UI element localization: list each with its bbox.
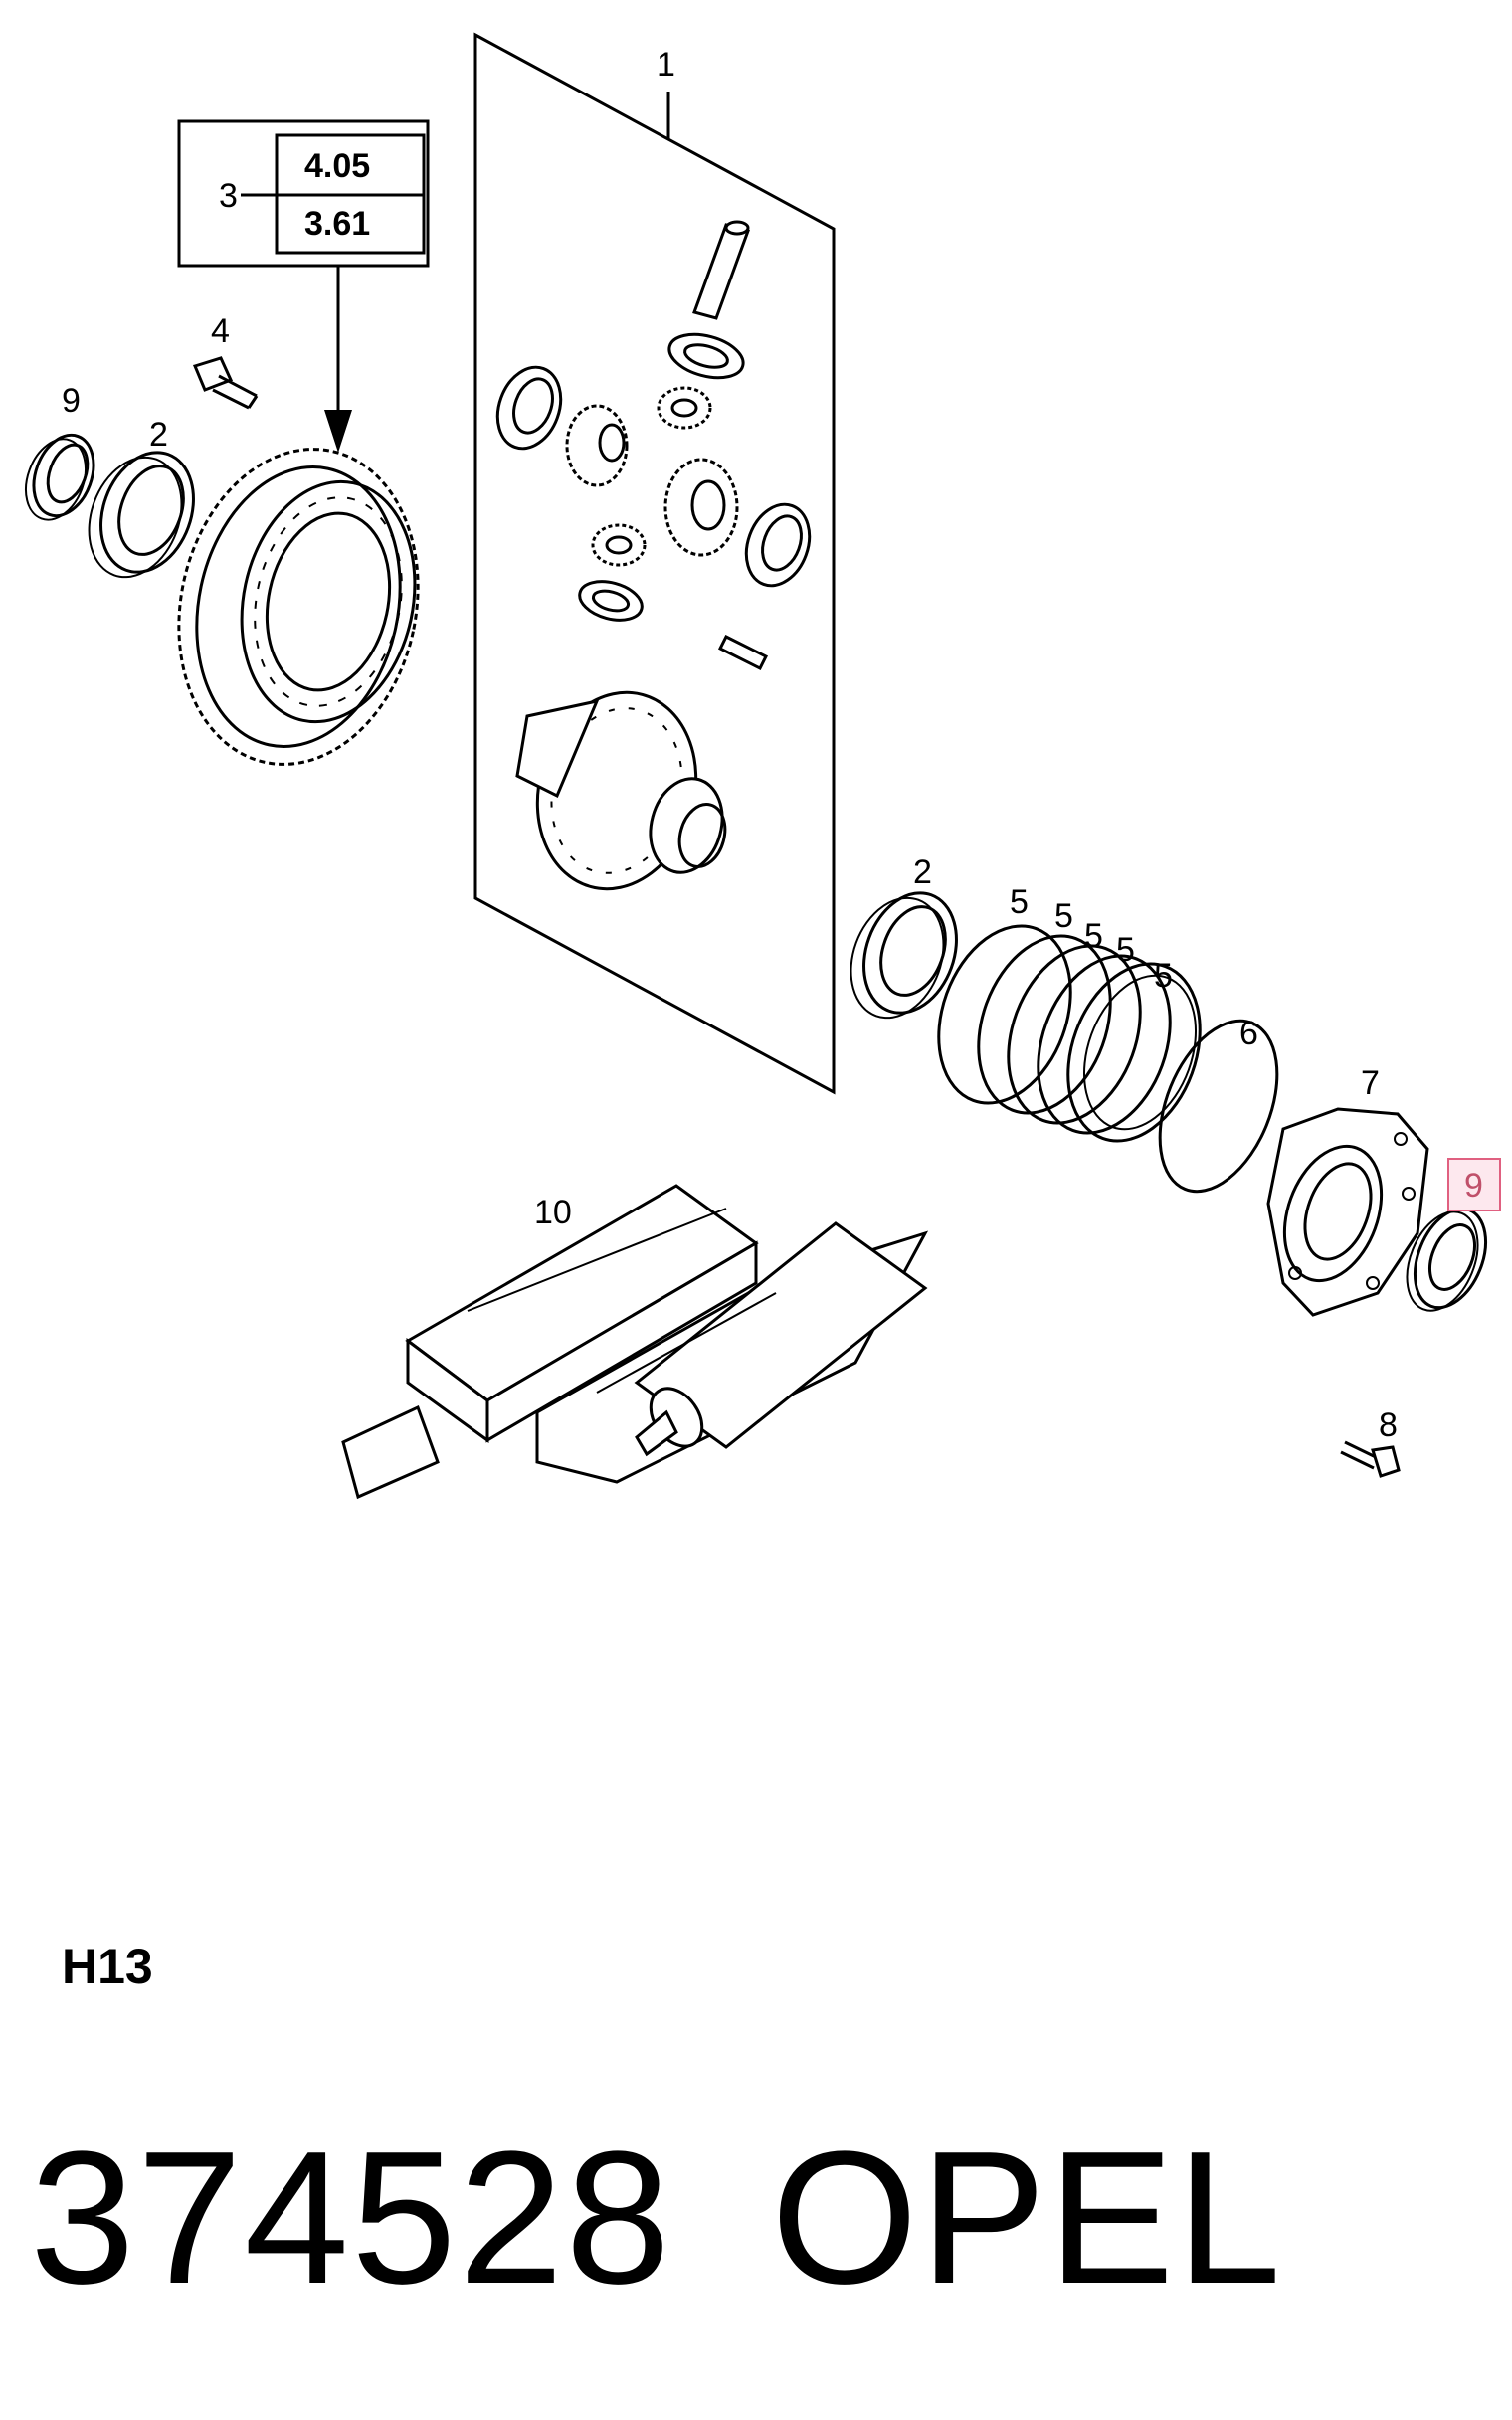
callout-9-right-highlight [1447, 1158, 1501, 1211]
callout-labels: 1 3 4.05 3.61 4 9 2 2 5 5 5 5 5 6 7 9 8 … [62, 46, 1501, 1444]
callout-9-right: 9 [1464, 1167, 1483, 1205]
callout-5e: 5 [1154, 957, 1173, 995]
ratio-top: 4.05 [304, 147, 370, 185]
ratio-bottom: 3.61 [304, 205, 370, 243]
o-ring-part-6 [1158, 1019, 1279, 1194]
crown-gear [177, 448, 420, 766]
callout-7: 7 [1361, 1064, 1380, 1102]
callout-5b: 5 [1054, 897, 1073, 935]
shims-part-5 [937, 924, 1202, 1143]
callout-2-left: 2 [149, 416, 168, 454]
differential-panel [473, 32, 836, 1095]
flange-part-7 [1266, 1107, 1429, 1317]
callout-2-right: 2 [913, 853, 932, 891]
seal-part-9-right [1406, 1207, 1487, 1312]
callout-1: 1 [657, 46, 675, 84]
callout-3: 3 [219, 177, 238, 215]
brand-name: OPEL [771, 2113, 1283, 2324]
sealant-package-part-10 [341, 1184, 929, 1500]
bolt-part-4 [192, 356, 259, 410]
callout-5a: 5 [1010, 883, 1029, 921]
differential-internals [495, 220, 812, 891]
exploded-parts-diagram: 1 3 4.05 3.61 4 9 2 2 5 5 5 5 5 6 7 9 8 … [25, 32, 1501, 1500]
bearing-part-2-left [88, 451, 195, 579]
callout-4: 4 [211, 312, 230, 350]
callout-5d: 5 [1116, 931, 1135, 969]
callout-8: 8 [1379, 1406, 1398, 1444]
part-number: 374528 [30, 2113, 673, 2324]
callout-6: 6 [1239, 1015, 1258, 1052]
seal-part-9-left [25, 433, 95, 521]
callout-5c: 5 [1084, 917, 1103, 955]
callout-9-left: 9 [62, 382, 81, 420]
callout-10: 10 [534, 1194, 572, 1231]
bearing-part-2-right [850, 891, 958, 1020]
ratio-box [177, 119, 430, 453]
bolt-part-8 [1340, 1440, 1401, 1478]
section-code: H13 [62, 1939, 153, 1994]
